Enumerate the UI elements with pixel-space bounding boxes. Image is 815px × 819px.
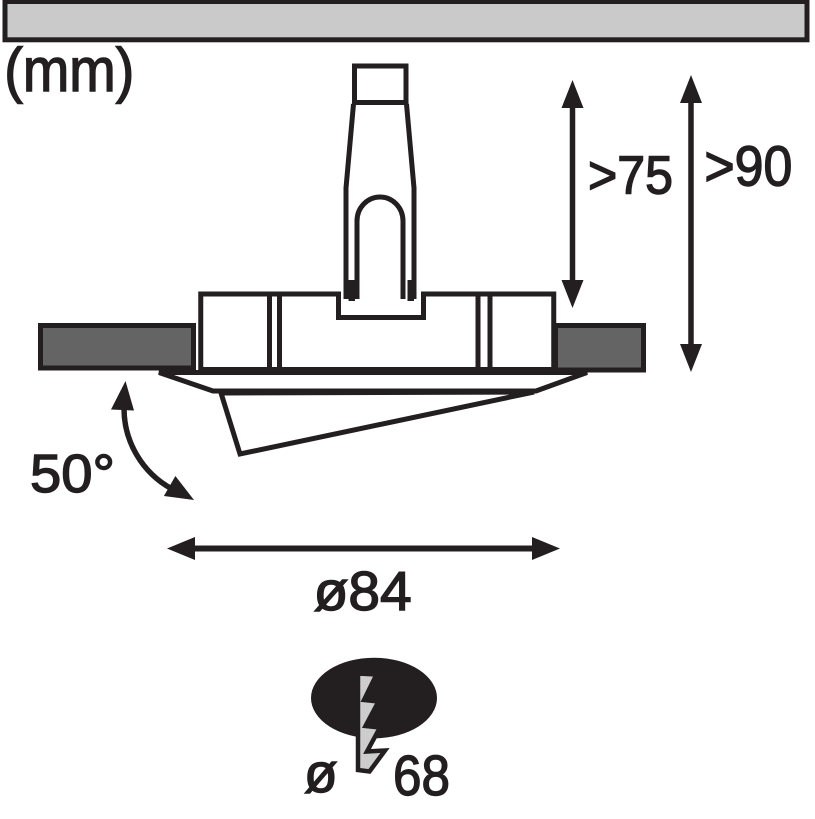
svg-text:>90: >90 [704,135,792,199]
svg-text:68: 68 [393,744,450,808]
svg-text:(mm): (mm) [4,36,134,104]
svg-text:ø84: ø84 [314,560,412,622]
svg-text:ø: ø [304,742,338,804]
svg-text:>75: >75 [588,146,673,206]
svg-text:50°: 50° [30,444,115,504]
